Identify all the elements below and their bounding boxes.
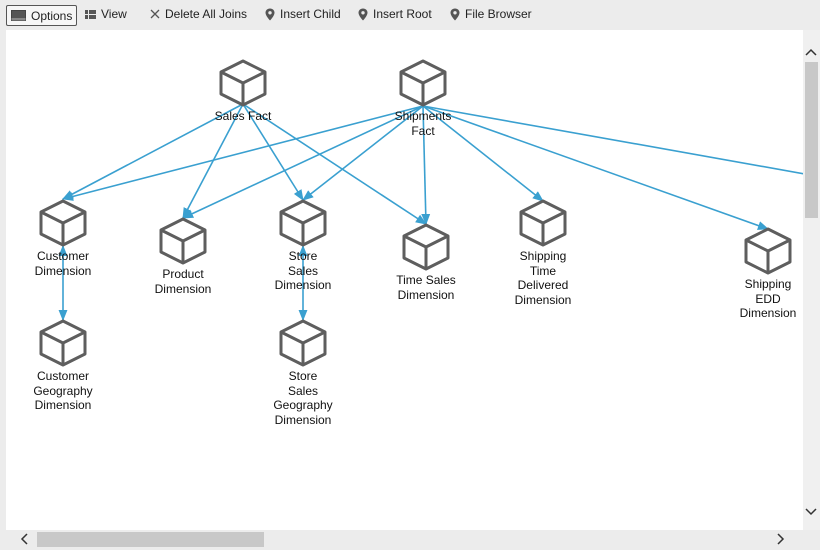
store-sales-geography-cube-icon[interactable]: [279, 319, 327, 367]
left-border: [0, 30, 6, 530]
pin-icon: [358, 8, 368, 21]
customer-dimension-cube-icon[interactable]: [39, 199, 87, 247]
join-lines: [39, 59, 803, 367]
vertical-scroll-thumb[interactable]: [805, 62, 818, 218]
store-sales-geography-dimension-label[interactable]: Store Sales Geography Dimension: [273, 369, 333, 427]
shipping-time-delivered-cube-icon[interactable]: [519, 199, 567, 247]
close-icon: [150, 9, 160, 19]
sales-fact-cube-icon[interactable]: [219, 59, 267, 107]
toolbar: Options View Delete All Joins Insert Chi…: [0, 0, 820, 30]
shipments-fact-label[interactable]: Shipments Fact: [394, 109, 452, 138]
shipments-fact-cube-icon[interactable]: [399, 59, 447, 107]
product-dimension-cube-icon[interactable]: [159, 217, 207, 265]
shipping-time-delivered-dimension-label[interactable]: Shipping Time Delivered Dimension: [514, 249, 572, 307]
customer-dimension-label[interactable]: Customer Dimension: [34, 249, 92, 278]
join-ship-offscreen[interactable]: [422, 105, 803, 175]
sales-fact-label[interactable]: Sales Fact: [214, 109, 272, 123]
shipping-edd-dimension-label[interactable]: Shipping EDD Dimension: [739, 277, 797, 320]
diagram-canvas[interactable]: Sales Fact Shipments Fact Customer Dimen…: [6, 30, 803, 530]
join-ship-time[interactable]: [421, 105, 431, 226]
join-sales-customer[interactable]: [62, 103, 244, 200]
store-sales-dimension-label[interactable]: Store Sales Dimension: [274, 249, 332, 292]
view-label: View: [101, 7, 127, 21]
shipping-edd-dimension-cube-icon[interactable]: [744, 227, 792, 275]
insert-child-button[interactable]: Insert Child: [265, 4, 341, 24]
options-icon: [11, 10, 26, 21]
horizontal-scrollbar[interactable]: [6, 530, 803, 550]
join-ship-store[interactable]: [302, 105, 424, 201]
options-label: Options: [31, 8, 73, 23]
join-sales-time[interactable]: [242, 103, 427, 225]
join-ship-timedelivered[interactable]: [422, 105, 544, 202]
join-ship-edd[interactable]: [422, 105, 770, 230]
vertical-scrollbar[interactable]: [803, 30, 820, 530]
scroll-left-icon[interactable]: [20, 533, 28, 547]
scroll-right-icon[interactable]: [777, 533, 785, 547]
horizontal-scroll-thumb[interactable]: [37, 532, 264, 547]
file-browser-button[interactable]: File Browser: [450, 4, 532, 24]
join-ship-customer[interactable]: [61, 105, 424, 201]
time-sales-dimension-label[interactable]: Time Sales Dimension: [396, 273, 456, 302]
product-dimension-label[interactable]: Product Dimension: [154, 267, 212, 296]
customer-geography-cube-icon[interactable]: [39, 319, 87, 367]
scroll-up-icon[interactable]: [805, 44, 817, 58]
view-button[interactable]: View: [85, 4, 127, 24]
scroll-down-icon[interactable]: [805, 504, 817, 518]
join-sales-store[interactable]: [242, 103, 304, 201]
delete-all-joins-label: Delete All Joins: [165, 7, 248, 21]
insert-child-label: Insert Child: [280, 7, 341, 21]
insert-root-label: Insert Root: [373, 7, 432, 21]
customer-geography-dimension-label[interactable]: Customer Geography Dimension: [33, 369, 93, 412]
join-ship-product[interactable]: [181, 105, 424, 219]
pin-icon: [450, 8, 460, 21]
delete-all-joins-button[interactable]: Delete All Joins: [150, 4, 247, 24]
file-browser-label: File Browser: [465, 7, 532, 21]
store-sales-dimension-cube-icon[interactable]: [279, 199, 327, 247]
pin-icon: [265, 8, 275, 21]
insert-root-button[interactable]: Insert Root: [358, 4, 432, 24]
time-sales-dimension-cube-icon[interactable]: [402, 223, 450, 271]
view-icon: [85, 9, 96, 19]
options-button[interactable]: Options: [6, 5, 78, 26]
